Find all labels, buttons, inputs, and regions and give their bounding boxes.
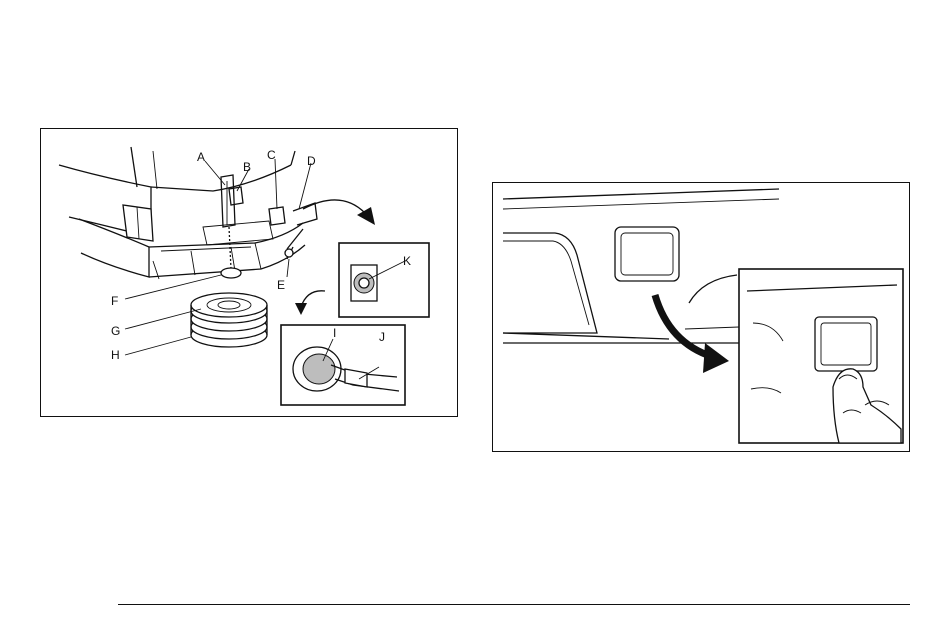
callout-j: J bbox=[379, 330, 385, 344]
callout-c: C bbox=[267, 148, 276, 162]
callout-d: D bbox=[307, 154, 316, 168]
access-cover-drawing bbox=[493, 183, 911, 453]
spare-tire-hoist-drawing: A B C D E F G H I J K bbox=[41, 129, 459, 418]
spare-tire-hoist-illustration: A B C D E F G H I J K bbox=[40, 128, 458, 417]
callout-i: I bbox=[333, 326, 336, 340]
callout-f: F bbox=[111, 294, 118, 308]
callout-g: G bbox=[111, 324, 120, 338]
callout-e: E bbox=[277, 278, 285, 292]
callout-b: B bbox=[243, 160, 251, 174]
access-cover-illustration bbox=[492, 182, 910, 452]
callout-h: H bbox=[111, 348, 120, 362]
callout-k: K bbox=[403, 254, 411, 268]
footer-rule bbox=[118, 604, 910, 605]
callout-a: A bbox=[197, 150, 205, 164]
